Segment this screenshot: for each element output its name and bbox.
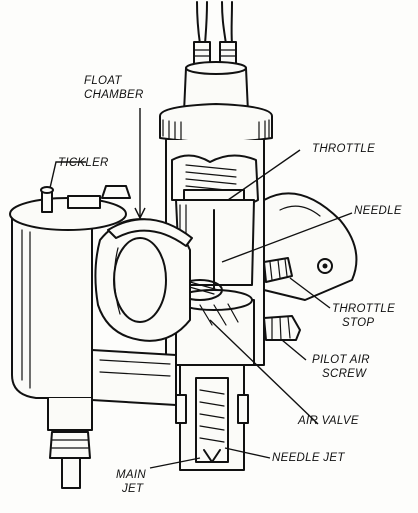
label-throttle: THROTTLE: [312, 143, 375, 155]
leader-lines: [49, 108, 353, 469]
label-float-chamber-2: CHAMBER: [84, 89, 144, 101]
control-cables: [193, 1, 237, 69]
float-chamber: [9, 185, 131, 489]
label-main-jet-2: JET: [121, 483, 144, 495]
label-needle-jet: NEEDLE JET: [272, 452, 345, 464]
mounting-flange: [263, 192, 358, 301]
pilot-air-screw: [263, 315, 301, 341]
label-throttle-stop-2: STOP: [342, 317, 374, 329]
callout-labels: FLOAT CHAMBER TICKLER THROTTLE NEEDLE TH…: [58, 75, 402, 495]
label-pilot-air-screw-2: SCREW: [322, 368, 367, 380]
needle-jet-housing: [175, 364, 249, 471]
label-pilot-air-screw-1: PILOT AIR: [312, 354, 370, 366]
label-throttle-stop-1: THROTTLE: [332, 303, 395, 315]
air-intake: [94, 218, 193, 342]
label-tickler: TICKLER: [58, 157, 109, 169]
label-main-jet-1: MAIN: [116, 469, 146, 481]
jet-block: [91, 349, 177, 406]
mixing-chamber-cap: [159, 61, 273, 143]
mixing-chamber-body: [165, 139, 265, 366]
label-air-valve: AIR VALVE: [297, 415, 359, 427]
label-needle: NEEDLE: [354, 205, 402, 217]
throttle-stop-screw: [263, 257, 293, 283]
label-float-chamber-1: FLOAT: [84, 75, 122, 87]
